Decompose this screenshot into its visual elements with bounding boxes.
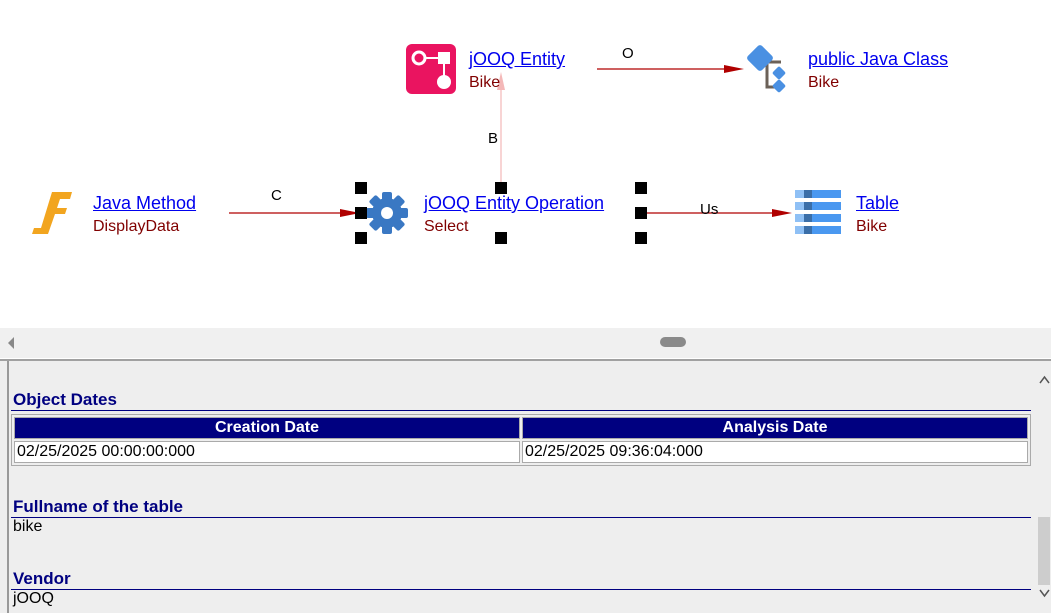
java-class-icon[interactable] [745, 42, 795, 94]
scroll-left-icon[interactable] [6, 336, 16, 350]
selection-handle-s[interactable] [495, 232, 507, 244]
node-title-jooq-entity[interactable]: jOOQ Entity [469, 49, 566, 69]
node-title-java-method[interactable]: Java Method [93, 193, 197, 213]
node-subtitle-jooq-entity: Bike [469, 74, 501, 91]
node-subtitle-jooq-operation: Select [424, 218, 469, 235]
edge-b[interactable] [497, 72, 505, 185]
node-title-java-class[interactable]: public Java Class [808, 49, 949, 69]
edge-label-o: O [622, 45, 634, 62]
scroll-down-icon[interactable] [1039, 588, 1050, 598]
vertical-scroll-thumb[interactable] [1038, 517, 1050, 585]
table-cell: 02/25/2025 00:00:00:000 [14, 441, 520, 463]
panel-left-border [7, 361, 9, 613]
section-fullname: Fullname of the table bike [11, 497, 1031, 536]
splitter[interactable] [0, 358, 1051, 361]
section-object-dates: Object Dates Creation Date Analysis Date… [11, 390, 1031, 466]
selection-handle-e[interactable] [635, 207, 647, 219]
vendor-value: jOOQ [13, 590, 54, 607]
edge-us[interactable] [647, 209, 792, 217]
object-dates-table: Creation Date Analysis Date 02/25/2025 0… [11, 414, 1031, 466]
diagram-edges [229, 65, 792, 217]
scroll-up-icon[interactable] [1039, 375, 1050, 385]
section-heading: Vendor [11, 569, 1031, 590]
fullname-value: bike [13, 518, 43, 535]
table-cell: 02/25/2025 09:36:04:000 [522, 441, 1028, 463]
node-subtitle-table: Bike [856, 218, 888, 235]
selection-handle-n[interactable] [495, 182, 507, 194]
selection-handle-se[interactable] [635, 232, 647, 244]
section-heading: Object Dates [11, 390, 1031, 411]
horizontal-scrollbar[interactable] [0, 328, 1051, 358]
section-heading: Fullname of the table [11, 497, 1031, 518]
selection-handle-w[interactable] [355, 207, 367, 219]
selection-handle-ne[interactable] [635, 182, 647, 194]
java-method-icon[interactable] [30, 190, 74, 236]
edge-o[interactable] [597, 65, 744, 73]
edge-label-us: Us [700, 201, 719, 218]
section-vendor: Vendor jOOQ [11, 569, 1031, 608]
edge-c[interactable] [229, 209, 360, 217]
edge-label-c: C [271, 187, 282, 204]
node-title-jooq-operation[interactable]: jOOQ Entity Operation [424, 193, 605, 213]
node-title-table[interactable]: Table [856, 193, 900, 213]
jooq-entity-icon[interactable] [406, 44, 456, 94]
vertical-scrollbar[interactable] [1037, 361, 1051, 613]
diagram-canvas[interactable]: O C B Us jOOQ Entity Bike public Java Cl… [0, 0, 1051, 328]
table-row: 02/25/2025 00:00:00:000 02/25/2025 09:36… [14, 441, 1028, 463]
properties-panel: Object Dates Creation Date Analysis Date… [0, 361, 1037, 613]
horizontal-scroll-thumb[interactable] [660, 337, 686, 347]
column-header: Analysis Date [522, 417, 1028, 439]
column-header: Creation Date [14, 417, 520, 439]
edge-label-b: B [488, 130, 499, 147]
selection-handle-sw[interactable] [355, 232, 367, 244]
selection-handle-nw[interactable] [355, 182, 367, 194]
gear-icon[interactable] [365, 190, 409, 236]
node-subtitle-java-class: Bike [808, 74, 840, 91]
table-icon[interactable] [795, 190, 841, 236]
node-subtitle-java-method: DisplayData [93, 218, 180, 235]
